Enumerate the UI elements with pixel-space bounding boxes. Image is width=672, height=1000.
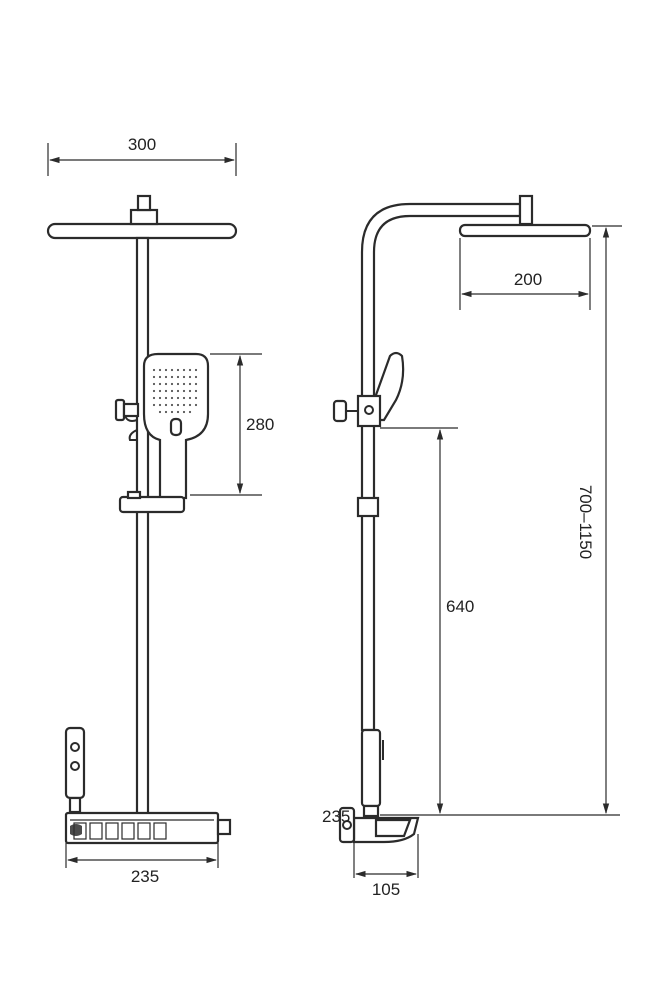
dim-280-label: 280 xyxy=(246,415,274,434)
spray-holes xyxy=(152,368,198,414)
hand-shower-side xyxy=(374,351,405,422)
arm-head-joint xyxy=(518,194,534,226)
dim-235-side-label: 235 xyxy=(322,807,350,826)
dim-300-label: 300 xyxy=(128,135,156,154)
hand-shower xyxy=(142,352,210,500)
dim-200-label: 200 xyxy=(514,270,542,289)
dim-235-label: 235 xyxy=(131,867,159,886)
hand-shower-button xyxy=(169,417,183,437)
side-hand-shower xyxy=(64,726,86,814)
lower-body-neck xyxy=(362,804,380,818)
slider-bracket-knob xyxy=(126,490,142,500)
head-connector-top xyxy=(136,194,152,212)
head-shower-side xyxy=(458,223,592,238)
dim-640-label: 640 xyxy=(446,597,474,616)
head-shower xyxy=(46,222,238,240)
spout-side xyxy=(338,806,420,844)
front-view: 300 xyxy=(46,135,274,886)
slider-bracket xyxy=(118,495,186,514)
diverter-knob-side xyxy=(332,394,382,428)
thermostatic-shelf xyxy=(64,811,232,845)
side-column xyxy=(360,398,376,732)
head-connector xyxy=(129,208,159,226)
dim-105-label: 105 xyxy=(372,880,400,899)
dim-700-label: 700–1150 xyxy=(576,485,595,559)
side-view: 200 235 640 xyxy=(322,194,622,899)
diverter-valve xyxy=(114,398,140,441)
lower-body-side xyxy=(360,728,382,808)
main-column xyxy=(135,236,150,820)
slider-side xyxy=(356,496,380,518)
